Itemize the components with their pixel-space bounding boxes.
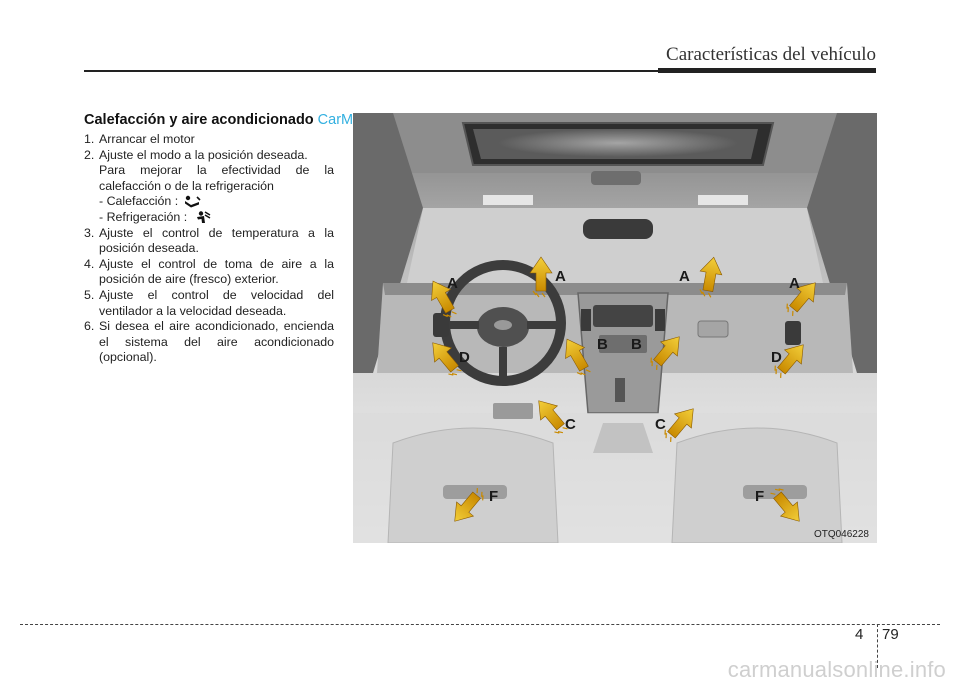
- step-5: 5. Ajuste el control de velocidad del ve…: [84, 288, 334, 319]
- heating-mode-icon: [185, 195, 201, 208]
- step-4: 4. Ajuste el control de toma de aire a l…: [84, 257, 334, 288]
- center-vent-left: [581, 309, 591, 331]
- steering-logo: [494, 320, 512, 330]
- car-interior-drawing: A A A A B B C C D D F F: [353, 113, 877, 543]
- step-text: Arrancar el motor: [99, 132, 195, 146]
- header-rule: [84, 70, 876, 72]
- step-number: 5.: [84, 287, 95, 302]
- vent-label-f1: F: [489, 488, 498, 505]
- step-1: 1. Arrancar el motor: [84, 132, 334, 148]
- instruction-list: 1. Arrancar el motor 2. Ajuste el modo a…: [84, 132, 334, 366]
- rear-floor-vent-left: [443, 485, 507, 499]
- step-3: 3. Ajuste el control de temperatura a la…: [84, 226, 334, 257]
- vent-label-b1: B: [597, 336, 608, 353]
- step-6: 6. Si desea el aire acondicionado, encie…: [84, 319, 334, 366]
- heating-label: - Calefacción :: [99, 194, 179, 209]
- overhead-console: [591, 171, 641, 185]
- vent-illustration: A A A A B B C C D D F F OTQ046228: [353, 113, 877, 543]
- step-text: Si desea el aire acondicionado, encienda…: [99, 319, 334, 365]
- sunroof-reflection: [498, 129, 738, 157]
- vent-label-d1: D: [459, 349, 470, 366]
- chapter-title: Características del vehículo: [666, 44, 876, 65]
- step-2-note: Para mejorar la efectividad de la calefa…: [99, 163, 334, 193]
- cooling-mode-icon: [197, 211, 211, 223]
- cooling-label: - Refrigeración :: [99, 209, 188, 224]
- right-a-pillar: [807, 113, 877, 373]
- vent-label-a2: A: [555, 268, 566, 285]
- climate-panel: [599, 335, 647, 353]
- center-display: [593, 305, 653, 327]
- vent-label-f2: F: [755, 488, 764, 505]
- rearview-mirror: [583, 219, 653, 239]
- step-number: 3.: [84, 225, 95, 240]
- footer-rule: [20, 624, 940, 625]
- step-number: 2.: [84, 147, 95, 162]
- site-watermark: carmanualsonline.info: [727, 657, 946, 682]
- vent-label-c1: C: [565, 416, 576, 433]
- section-title-text: Calefacción y aire acondicionado: [84, 112, 314, 128]
- vent-label-d2: D: [771, 349, 782, 366]
- right-side-vent: [785, 321, 801, 345]
- figure-code: OTQ046228: [813, 529, 869, 540]
- page-number: 79: [882, 626, 899, 643]
- step-number: 1.: [84, 132, 95, 146]
- step-number: 6.: [84, 319, 95, 334]
- vent-label-a4: A: [789, 275, 800, 292]
- sunvisor-right: [698, 195, 748, 205]
- step-2: 2. Ajuste el modo a la posición deseada.: [84, 148, 334, 164]
- chapter-number: 4: [855, 626, 864, 643]
- sunvisor-left: [483, 195, 533, 205]
- step-text: Ajuste el control de temperatura a la po…: [99, 225, 334, 256]
- step-number: 4.: [84, 256, 95, 271]
- glovebox-handle: [697, 320, 729, 338]
- left-side-vent: [433, 313, 449, 337]
- vent-label-a1: A: [447, 275, 458, 292]
- gear-lever: [615, 378, 625, 402]
- pedals: [493, 403, 533, 419]
- vent-label-c2: C: [655, 416, 666, 433]
- step-text: Ajuste el modo a la posición deseada.: [99, 147, 308, 162]
- step-text: Ajuste el control de toma de aire a la p…: [99, 256, 334, 287]
- center-vent-right: [655, 309, 665, 331]
- rear-floor-vent-right: [743, 485, 807, 499]
- steering-spokes: [449, 321, 557, 379]
- footer-divider: [877, 624, 878, 668]
- step-text: Ajuste el control de velocidad del venti…: [99, 287, 334, 318]
- mode-heating: - Calefacción :: [84, 194, 334, 210]
- dash-top: [383, 283, 847, 295]
- vent-label-a3: A: [679, 268, 690, 285]
- mode-cooling: - Refrigeración :: [84, 210, 334, 226]
- vent-label-b2: B: [631, 336, 642, 353]
- header-rule-accent: [658, 68, 876, 73]
- left-a-pillar: [353, 113, 423, 373]
